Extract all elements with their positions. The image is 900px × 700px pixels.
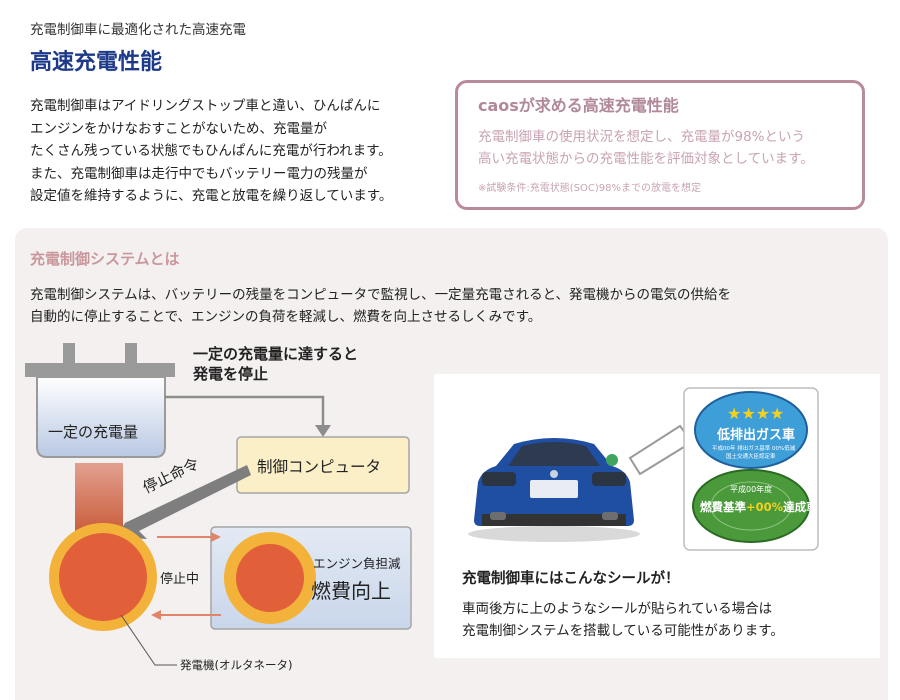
- caos-box-body: 充電制御車の使用状況を想定し、充電量が98%という 高い充電状態からの充電性能を…: [478, 126, 814, 170]
- system-description: 充電制御システムは、バッテリーの残量をコンピュータで監視し、一定量充電されると、…: [30, 284, 731, 328]
- charge-control-diagram: 一定の充電量 一定の充電量に達すると 発電を停止 制御コンピュータ 停止命令 停…: [15, 335, 435, 680]
- system-title: 充電制御システムとは: [30, 250, 180, 268]
- intro-line: 充電制御車はアイドリングストップ車と違い、ひんぱんに: [30, 98, 381, 114]
- star-rating-icon: ★★★★: [727, 404, 785, 423]
- computer-box: [236, 436, 410, 494]
- intro-line: また、充電制御車は走行中でもバッテリー電力の残量が: [30, 165, 368, 182]
- caos-requirement-box: [455, 80, 865, 210]
- heat-indicator: [75, 463, 123, 535]
- sticker-description: 車両後方に上のようなシールが貼られている場合は 充電制御システムを搭載している可…: [462, 598, 784, 642]
- system-description-line: 充電制御システムは、バッテリーの残量をコンピュータで監視し、一定量充電されると、…: [30, 287, 732, 303]
- intro-line: エンジンをかけなおすことがないため、充電量が: [30, 120, 327, 137]
- car-illustration: [468, 387, 819, 551]
- intro-line: 設定値を維持するように、充電と放電を繰り返しています。: [30, 188, 393, 204]
- fuel-standard-label: 燃費基準+00%達成車: [700, 499, 818, 515]
- intro-paragraph: 充電制御車はアイドリングストップ車と違い、ひんぱんに エンジンをかけなおすことが…: [30, 95, 440, 208]
- fuel-standard-text-c: 達成車: [783, 500, 818, 514]
- notice-line-2: 発電を停止: [193, 365, 269, 383]
- caos-box-note: ※試験条件:充電状態(SOC)98%までの放電を想定: [478, 183, 701, 194]
- notice-line-1: 一定の充電量に達すると: [193, 345, 359, 363]
- intro-line: たくさん残っている状態でもひんぱんに充電が行われます。: [30, 143, 392, 159]
- sticker-description-line: 充電制御システムを搭載している可能性があります。: [462, 623, 784, 639]
- system-description-line: 自動的に停止することで、エンジンの負荷を軽減し、燃費を向上させるしくみです。: [30, 309, 542, 325]
- section-subtitle: 充電制御車に最適化された高速充電: [30, 22, 246, 38]
- fuel-label: 燃費向上: [311, 579, 391, 603]
- battery-label: 一定の充電量: [48, 423, 139, 441]
- stop-command-arrow: [115, 465, 251, 539]
- caos-box-line: 充電制御車の使用状況を想定し、充電量が98%という: [478, 129, 806, 145]
- car-rear-icon: [468, 438, 640, 542]
- low-emission-label: 低排出ガス車: [717, 428, 796, 443]
- fuel-standard-year: 平成00年度: [730, 485, 773, 494]
- fuel-standard-badge: [692, 469, 810, 543]
- stopped-label: 停止中: [160, 572, 200, 587]
- section-title: 高速充電性能: [30, 50, 163, 75]
- fuel-standard-percent: +00%: [746, 500, 784, 514]
- sticker-description-line: 車両後方に上のようなシールが貼られている場合は: [462, 601, 773, 617]
- sticker-info-box: ★★★★ 低排出ガス車 平成00年 排出ガス基準 00%低減 国土交通大臣認定車…: [434, 374, 880, 658]
- diagram-graphics: [25, 343, 412, 666]
- load-label: エンジン負担減: [313, 556, 401, 571]
- fuel-standard-text-a: 燃費基準: [700, 500, 746, 514]
- low-emission-badge: [694, 391, 808, 469]
- battery-icon: [25, 343, 175, 458]
- alternator-label: 発電機(オルタネータ): [180, 658, 293, 672]
- computer-label: 制御コンピュータ: [257, 458, 382, 476]
- low-emission-fine-print: 平成00年 排出ガス基準 00%低減: [712, 446, 796, 452]
- caos-box-title: caosが求める高速充電性能: [478, 96, 679, 115]
- caos-box-line: 高い充電状態からの充電性能を評価対象としています。: [478, 151, 814, 167]
- low-emission-fine-print-2: 国土交通大臣認定車: [726, 454, 776, 460]
- sticker-heading: 充電制御車にはこんなシールが！: [462, 571, 680, 587]
